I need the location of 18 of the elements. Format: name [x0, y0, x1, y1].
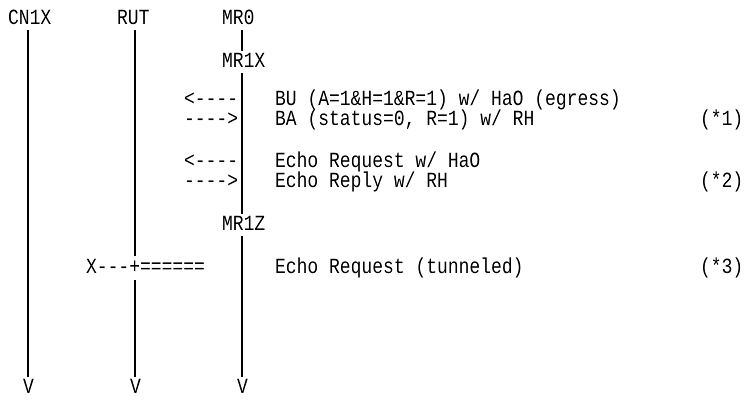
lifeline-label: RUT: [117, 7, 150, 31]
lifeline-label: V: [23, 376, 34, 400]
lifeline: [241, 73, 243, 214]
lifeline: [241, 30, 243, 51]
lifeline-label: MR0: [222, 7, 254, 31]
message-text: Echo Request (tunneled): [275, 256, 524, 280]
lifeline-label: CN1X: [8, 7, 52, 31]
lifeline-label: MR1X: [222, 50, 266, 74]
lifeline: [27, 30, 29, 377]
lifeline-label: V: [130, 376, 141, 400]
lifeline-label: MR1Z: [222, 213, 266, 237]
message-text: Echo Reply w/ RH: [275, 170, 448, 194]
footnote-mark: (*3): [700, 256, 744, 280]
lifeline: [241, 236, 243, 377]
footnote-mark: (*1): [700, 108, 744, 132]
lifeline: [134, 30, 136, 377]
lifeline-label: V: [237, 376, 248, 400]
footnote-mark: (*2): [700, 170, 744, 194]
